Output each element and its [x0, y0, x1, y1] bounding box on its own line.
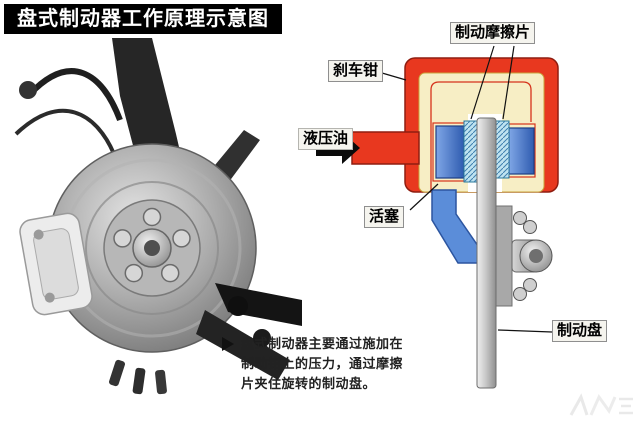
- caption-text: 盘式制动器主要通过施加在 制动钳上的压力，通过摩擦 片夹住旋转的制动盘。: [241, 334, 403, 394]
- caption: 盘式制动器主要通过施加在 制动钳上的压力，通过摩擦 片夹住旋转的制动盘。: [222, 334, 412, 394]
- pad-right-shape: [495, 120, 510, 179]
- caliper-label: 刹车钳: [328, 60, 384, 82]
- leader-lines: [381, 45, 553, 333]
- schematic-graphic: [316, 45, 559, 389]
- hub-shape: [495, 205, 553, 307]
- lug-nuts: [113, 207, 191, 283]
- brake-photo: [0, 38, 310, 420]
- watermark: [565, 393, 637, 424]
- piston-left-shape: [435, 125, 465, 179]
- brake-photo-graphic: [14, 38, 302, 395]
- hydraulic-inlet: [351, 131, 420, 165]
- pad-left-shape: [463, 120, 478, 183]
- friction-pads-label: 制动摩擦片: [450, 22, 536, 44]
- page-title: 盘式制动器工作原理示意图: [4, 4, 282, 34]
- suspension-arms-shape: [109, 283, 302, 395]
- caption-line: 片夹住旋转的制动盘。: [241, 376, 377, 391]
- caption-line: 盘式制动器主要通过施加在: [241, 336, 404, 351]
- caption-line: 制动钳上的压力，通过摩擦: [241, 356, 404, 371]
- brake-disc-photo: [47, 143, 257, 353]
- caliper-photo: [19, 212, 93, 316]
- pointer-bullet: [222, 337, 234, 351]
- bracket-shape: [431, 189, 479, 264]
- brake-disc-label: 制动盘: [552, 320, 608, 342]
- hydraulic-oil-label: 液压油: [298, 128, 354, 150]
- brake-schematic: 制动摩擦片 刹车钳 液压油 活塞 制动盘: [298, 18, 640, 418]
- disc-shape: [476, 117, 497, 389]
- piston-right-shape: [508, 127, 535, 175]
- piston-label: 活塞: [364, 206, 405, 228]
